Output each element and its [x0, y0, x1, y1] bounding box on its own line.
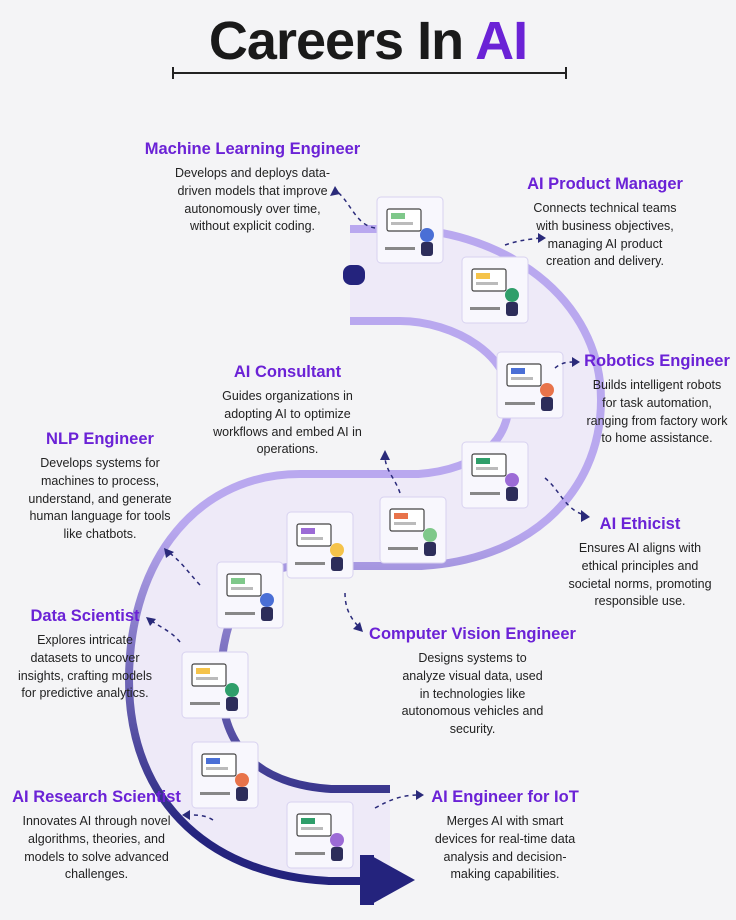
- career-research: AI Research Scientist Innovates AI throu…: [4, 788, 189, 884]
- career-nlp: NLP Engineer Develops systems for machin…: [20, 430, 180, 544]
- career-ds: Data Scientist Explores intricate datase…: [10, 607, 160, 703]
- career-pm: AI Product Manager Connects technical te…: [510, 175, 700, 271]
- career-cv: Computer Vision Engineer Designs systems…: [360, 625, 585, 739]
- career-ml: Machine Learning Engineer Develops and d…: [135, 140, 370, 236]
- title-highlight: AI: [475, 11, 528, 71]
- career-ethicist-desc: Ensures AI aligns with ethical principle…: [568, 541, 712, 609]
- robot-illustration: [495, 350, 565, 420]
- ml-workspace-illustration: [375, 195, 445, 265]
- career-consultant-desc: Guides organizations in adopting AI to o…: [213, 389, 362, 457]
- title-underline: [172, 67, 567, 79]
- career-robotics-title: Robotics Engineer: [584, 352, 730, 370]
- ethics-lightbulb-illustration: [460, 440, 530, 510]
- title-main: Careers In: [208, 11, 476, 71]
- researcher-desk-illustration: [190, 740, 260, 810]
- consultant-dashboard-illustration: [378, 495, 448, 565]
- career-iot-title: AI Engineer for IoT: [431, 788, 579, 806]
- career-iot-desc: Merges AI with smart devices for real-ti…: [434, 814, 576, 882]
- career-ml-desc: Develops and deploys data-driven models …: [175, 166, 330, 234]
- career-ethicist-title: AI Ethicist: [599, 515, 681, 533]
- path-end-stem: [360, 855, 374, 905]
- career-cv-title: Computer Vision Engineer: [369, 625, 576, 643]
- career-ml-title: Machine Learning Engineer: [144, 140, 361, 158]
- career-ethicist: AI Ethicist Ensures AI aligns with ethic…: [565, 515, 715, 611]
- career-pm-desc: Connects technical teams with business o…: [533, 201, 677, 269]
- career-cv-desc: Designs systems to analyze visual data, …: [401, 651, 544, 737]
- career-ds-desc: Explores intricate datasets to uncover i…: [17, 633, 153, 701]
- career-consultant: AI Consultant Guides organizations in ad…: [195, 363, 380, 459]
- career-robotics-desc: Builds intelligent robots for task autom…: [586, 378, 728, 446]
- path-start-cap: [343, 265, 365, 285]
- career-ds-title: Data Scientist: [30, 607, 140, 625]
- cv-screen-illustration: [215, 560, 285, 630]
- iot-laptop-illustration: [285, 800, 355, 870]
- career-consultant-title: AI Consultant: [233, 363, 342, 381]
- nlp-document-illustration: [285, 510, 355, 580]
- pm-team-illustration: [460, 255, 530, 325]
- career-robotics: Robotics Engineer Builds intelligent rob…: [578, 352, 736, 448]
- data-scientist-chart-illustration: [180, 650, 250, 720]
- path-end-arrow: [370, 855, 415, 905]
- career-iot: AI Engineer for IoT Merges AI with smart…: [420, 788, 590, 884]
- career-pm-title: AI Product Manager: [527, 175, 683, 193]
- career-research-title: AI Research Scientist: [12, 788, 181, 806]
- career-research-desc: Innovates AI through novel algorithms, t…: [22, 814, 171, 882]
- career-nlp-desc: Develops systems for machines to process…: [28, 456, 172, 542]
- career-nlp-title: NLP Engineer: [46, 430, 154, 448]
- page-title: Careers In AI: [0, 10, 736, 72]
